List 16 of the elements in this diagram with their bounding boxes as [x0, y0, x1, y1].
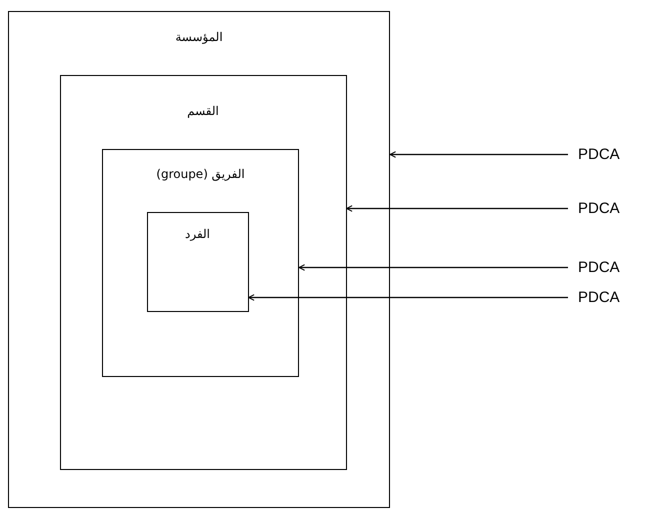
pdca-label: PDCA: [578, 146, 620, 163]
nested-box: [102, 149, 299, 377]
nested-box: [146, 212, 248, 312]
box-label: الفريق (groupe): [156, 167, 245, 181]
pdca-label: PDCA: [578, 200, 620, 217]
pdca-label: PDCA: [578, 289, 620, 306]
pdca-label: PDCA: [578, 259, 620, 276]
arrow: [298, 264, 568, 271]
nested-box: [8, 11, 390, 508]
arrow: [346, 205, 568, 212]
arrow: [390, 151, 568, 158]
box-label: القسم: [187, 104, 219, 118]
arrow: [248, 294, 568, 301]
nested-box: [60, 74, 346, 470]
box-label: الفرد: [184, 226, 210, 240]
box-label: المؤسسة: [175, 30, 223, 44]
